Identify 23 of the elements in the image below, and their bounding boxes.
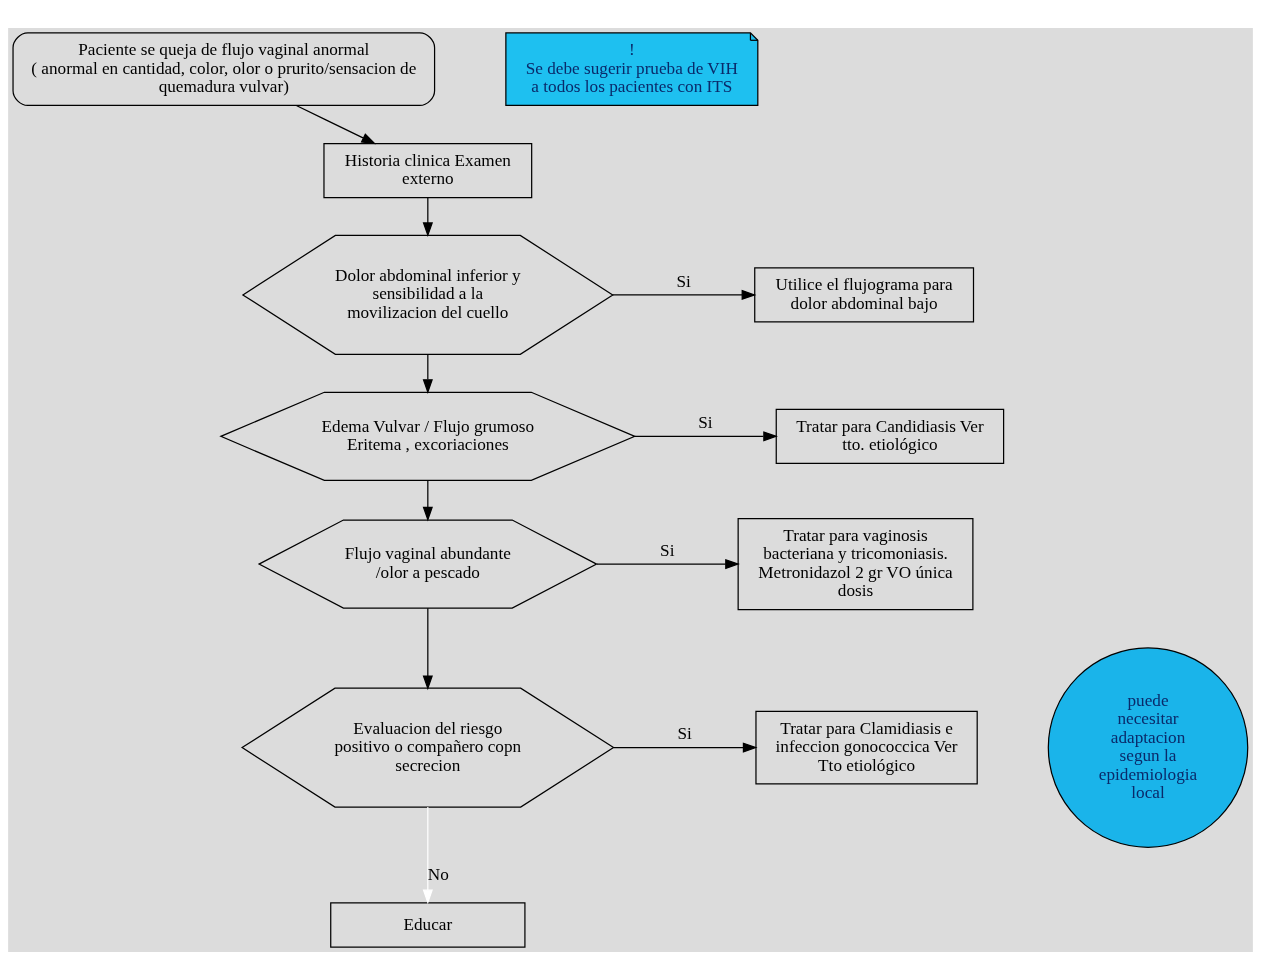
arrow bbox=[422, 806, 433, 905]
edge-label: No bbox=[427, 864, 449, 884]
edge-label: Si bbox=[698, 413, 713, 432]
arrow bbox=[422, 607, 433, 691]
arrow bbox=[612, 742, 758, 753]
arrow bbox=[422, 480, 433, 522]
edge-label: Si bbox=[676, 271, 691, 291]
node-box: Tratar para Clamidiasis e infeccion gonococcica Ver Tto etiológico bbox=[755, 710, 978, 785]
edge-label: Si bbox=[660, 540, 675, 560]
arrow bbox=[633, 431, 778, 442]
node-box: Educar bbox=[330, 902, 526, 948]
node-box: Historia clinica Examen externo bbox=[323, 142, 533, 199]
edge-label: Si bbox=[677, 724, 692, 744]
node-box: Paciente se queja de flujo vaginal anormal ( anormal en cantidad, color, olor o prurito/sensacion de quemadura vulvar) bbox=[12, 32, 436, 107]
arrow bbox=[422, 353, 433, 394]
node-box: Tratar para vaginosis bacteriana y tricomoniasis. Metronidazol 2 gr VO única dosis bbox=[737, 518, 974, 611]
arrow bbox=[295, 104, 377, 145]
arrow bbox=[422, 197, 433, 238]
node-circle: puede necesitar adaptacion segun la epidemiologia local bbox=[1047, 647, 1249, 848]
node-box: Tratar para Candidiasis Ver tto. etiológico bbox=[775, 408, 1005, 464]
node-box: Utilice el flujograma para dolor abdominal bajo bbox=[754, 267, 975, 323]
arrow bbox=[596, 558, 740, 570]
arrow bbox=[611, 289, 757, 301]
